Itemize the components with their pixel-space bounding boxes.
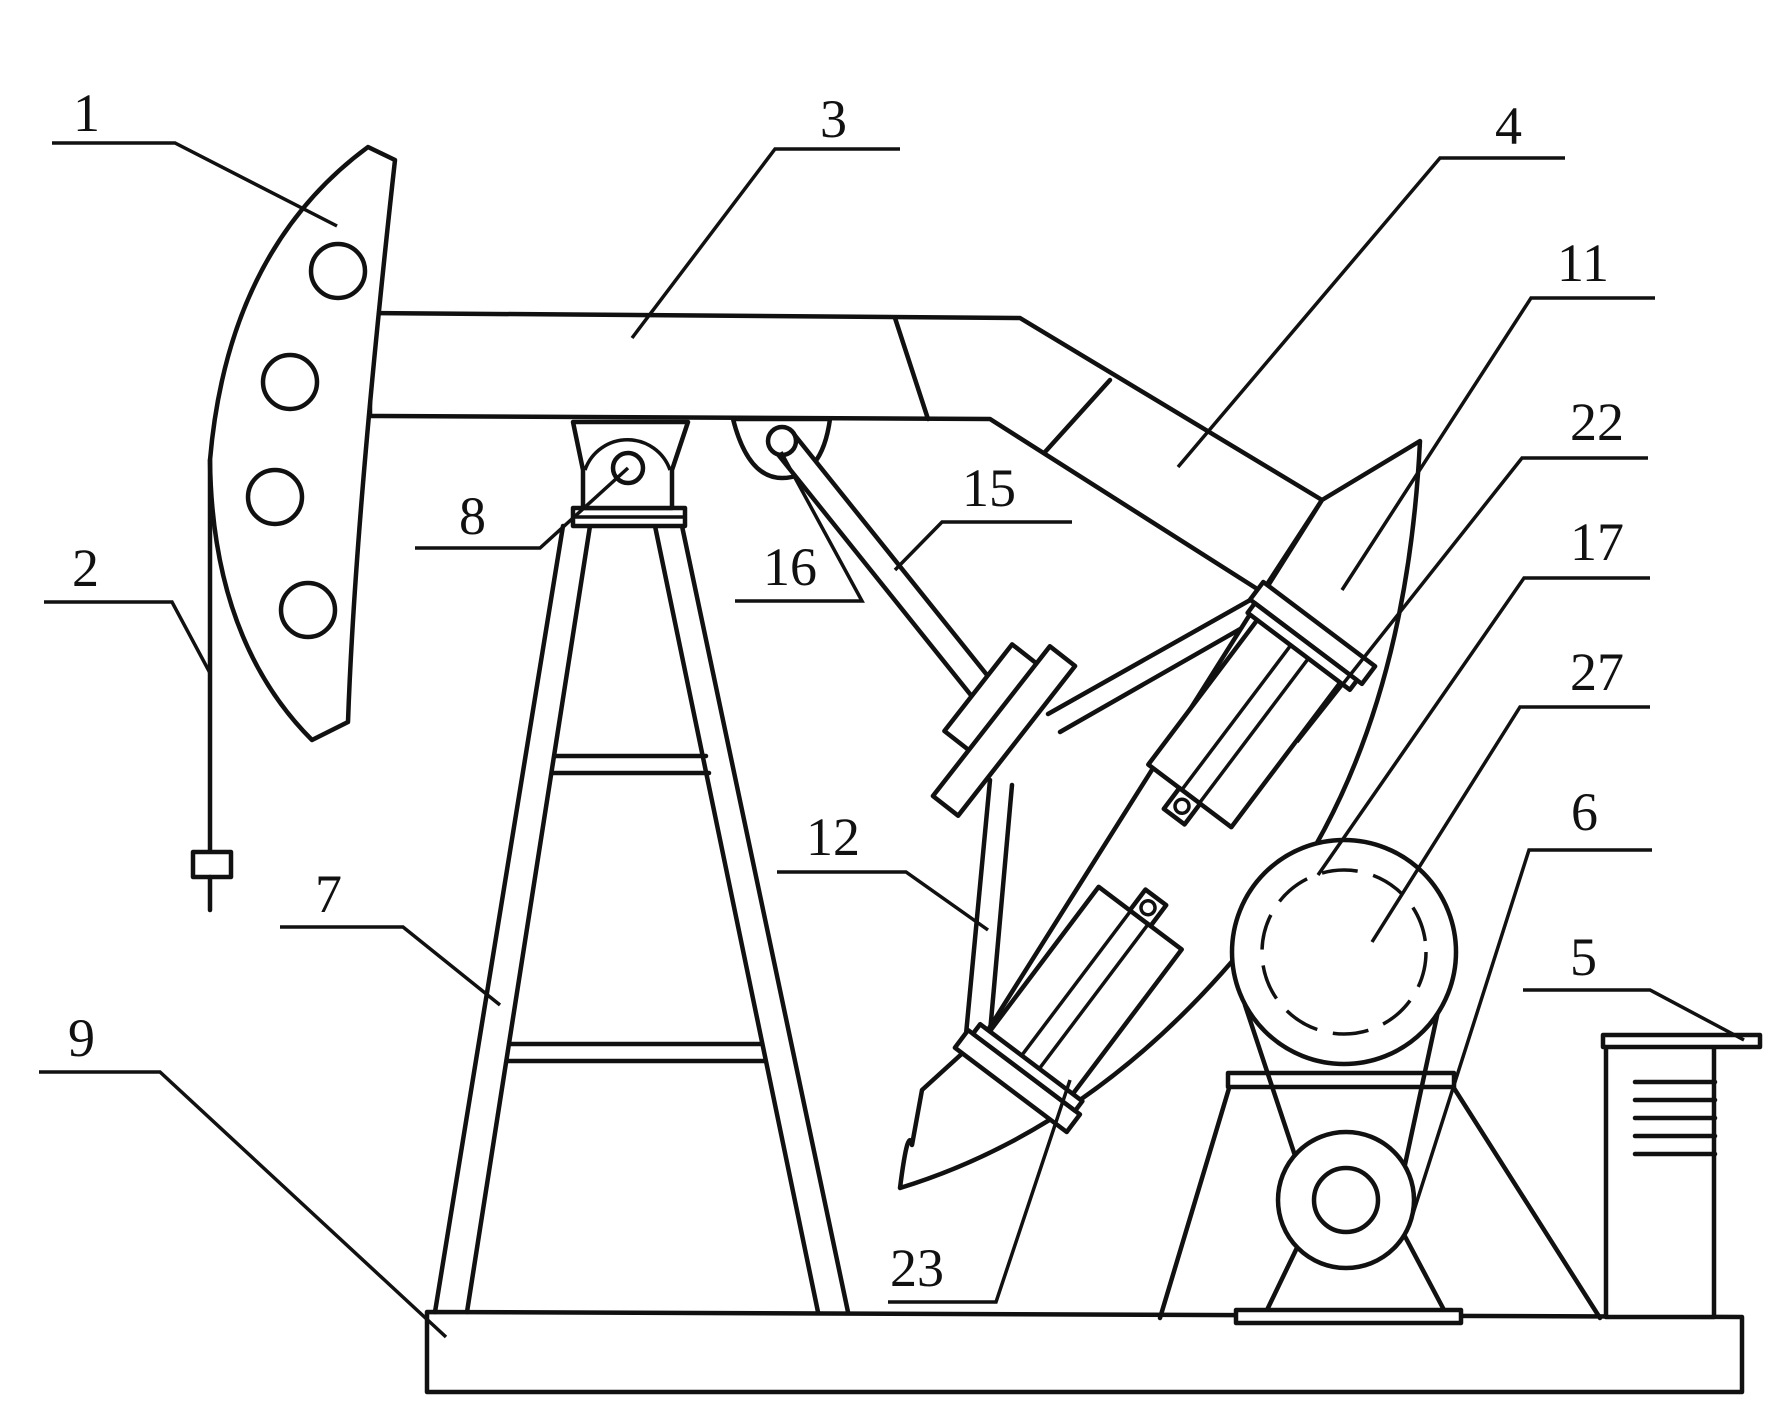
link-rod (765, 424, 1078, 818)
base-frame (424, 1309, 1745, 1395)
label-pulley-inner: 27 (1570, 642, 1624, 702)
label-horsehead: 1 (73, 83, 100, 143)
label-center-bearing: 8 (459, 486, 486, 546)
label-upper-cylinder: 22 (1570, 392, 1624, 452)
label-link-pin: 16 (763, 537, 817, 597)
part-labels: 1 2 3 4 5 6 7 8 9 11 12 15 16 17 22 23 2… (68, 83, 1624, 1298)
horsehead (207, 144, 398, 743)
leader-lines (39, 141, 1745, 1339)
label-support-rod: 12 (806, 807, 860, 867)
center-bearing (570, 419, 691, 511)
label-beam-tail: 4 (1495, 96, 1522, 156)
control-box (1600, 1032, 1763, 1320)
label-polished-rod: 2 (72, 538, 99, 598)
pulley (1229, 837, 1459, 1067)
lower-cylinder (952, 884, 1184, 1135)
upper-cylinder (1146, 579, 1378, 830)
label-walking-beam: 3 (820, 89, 847, 149)
motor-stand (1157, 1070, 1603, 1326)
label-pulley: 17 (1570, 512, 1624, 572)
label-control-box: 5 (1570, 927, 1597, 987)
walking-beam (367, 310, 1325, 595)
polished-rod (190, 457, 234, 913)
samson-post (432, 505, 851, 1315)
label-base: 9 (68, 1008, 95, 1068)
label-motor: 6 (1571, 782, 1598, 842)
label-samson-post: 7 (315, 864, 342, 924)
motor (1275, 1129, 1417, 1271)
support-rod (962, 587, 1273, 1058)
label-lower-cylinder: 23 (890, 1238, 944, 1298)
label-swing-plate: 11 (1557, 233, 1609, 293)
label-link-rod: 15 (962, 458, 1016, 518)
